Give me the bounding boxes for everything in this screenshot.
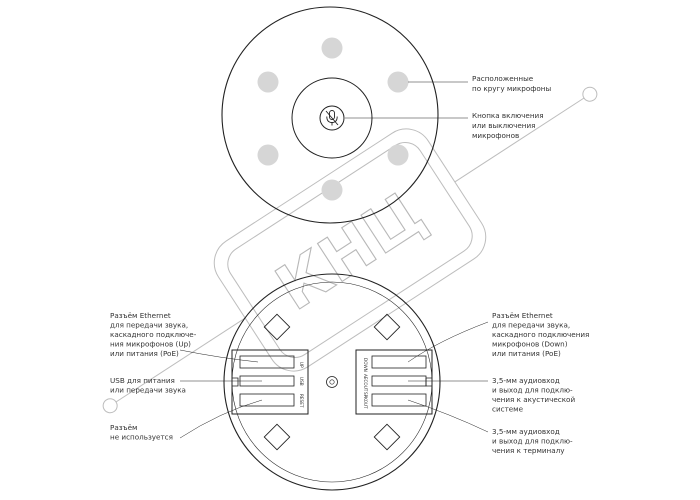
microphones — [257, 37, 409, 201]
rubber-foot — [263, 423, 291, 451]
callout-ethernet-down: Разъём Ethernet для передачи звука, каск… — [492, 311, 592, 358]
ethernet-down-port[interactable] — [371, 355, 427, 369]
microphone — [387, 71, 409, 93]
port-label-down: DOWN — [363, 358, 368, 372]
bottom-view-inner-ring — [231, 281, 433, 483]
microphone — [321, 179, 343, 201]
callout-usb: USB для питания или передачи звука — [110, 376, 186, 395]
callout-mics: Расположенные по кругу микрофоны — [472, 74, 551, 93]
microphone — [387, 144, 409, 166]
right-panel-latch — [425, 377, 432, 387]
center-screw-core — [329, 379, 335, 385]
rubber-foot — [373, 423, 401, 451]
ethernet-up-port[interactable] — [239, 355, 295, 369]
left-port-panel: UP USB RESET — [231, 349, 309, 415]
bottom-view: UP USB RESET DOWN AECOUT SPKOUT Разъём — [110, 273, 592, 491]
right-port-bay — [355, 349, 433, 415]
rubber-foot — [373, 313, 401, 341]
watermark-text: КНЦ — [263, 176, 437, 324]
callout-ethernet-up: Разъём Ethernet для передачи звука, каск… — [110, 311, 199, 358]
callout-aux-terminal: 3,5-мм аудиовход и выход для подклю- чен… — [492, 427, 575, 455]
unused-port — [239, 393, 295, 407]
center-screw — [326, 376, 338, 388]
port-label-usb: USB — [299, 377, 304, 386]
left-port-bay — [231, 349, 309, 415]
watermark-dot-left — [102, 398, 118, 414]
port-label-up: UP — [299, 362, 304, 368]
mic-off-icon — [325, 110, 339, 126]
watermark-line-right — [454, 97, 586, 183]
microphone — [257, 144, 279, 166]
top-callout-lines — [345, 81, 468, 119]
watermark: КНЦ — [102, 86, 598, 414]
bottom-callout-lines — [179, 321, 489, 439]
top-view: Расположенные по кругу микрофоны Кнопка … — [221, 6, 551, 224]
rubber-foot — [263, 313, 291, 341]
left-panel-latch — [232, 377, 239, 387]
aux-terminal-port[interactable] — [371, 393, 427, 407]
rubber-feet — [263, 313, 401, 451]
mute-button[interactable] — [319, 105, 345, 131]
port-label-spkout: SPKOUT — [363, 392, 368, 409]
watermark-frame-inner — [227, 142, 473, 358]
microphone — [257, 71, 279, 93]
watermark-line-left — [114, 317, 246, 403]
port-label-reset: RESET — [299, 394, 304, 408]
microphone — [321, 37, 343, 59]
callout-unused: Разъём не используется — [110, 423, 173, 442]
top-view-body — [221, 6, 439, 224]
port-label-aecout: AECOUT — [363, 374, 368, 392]
watermark-dot-right — [582, 86, 598, 102]
bottom-view-body — [223, 273, 441, 491]
callout-mute-button: Кнопка включения или выключения микрофон… — [472, 111, 546, 140]
callout-aux-speaker: 3,5-мм аудиовход и выход для подклю- чен… — [492, 376, 577, 414]
